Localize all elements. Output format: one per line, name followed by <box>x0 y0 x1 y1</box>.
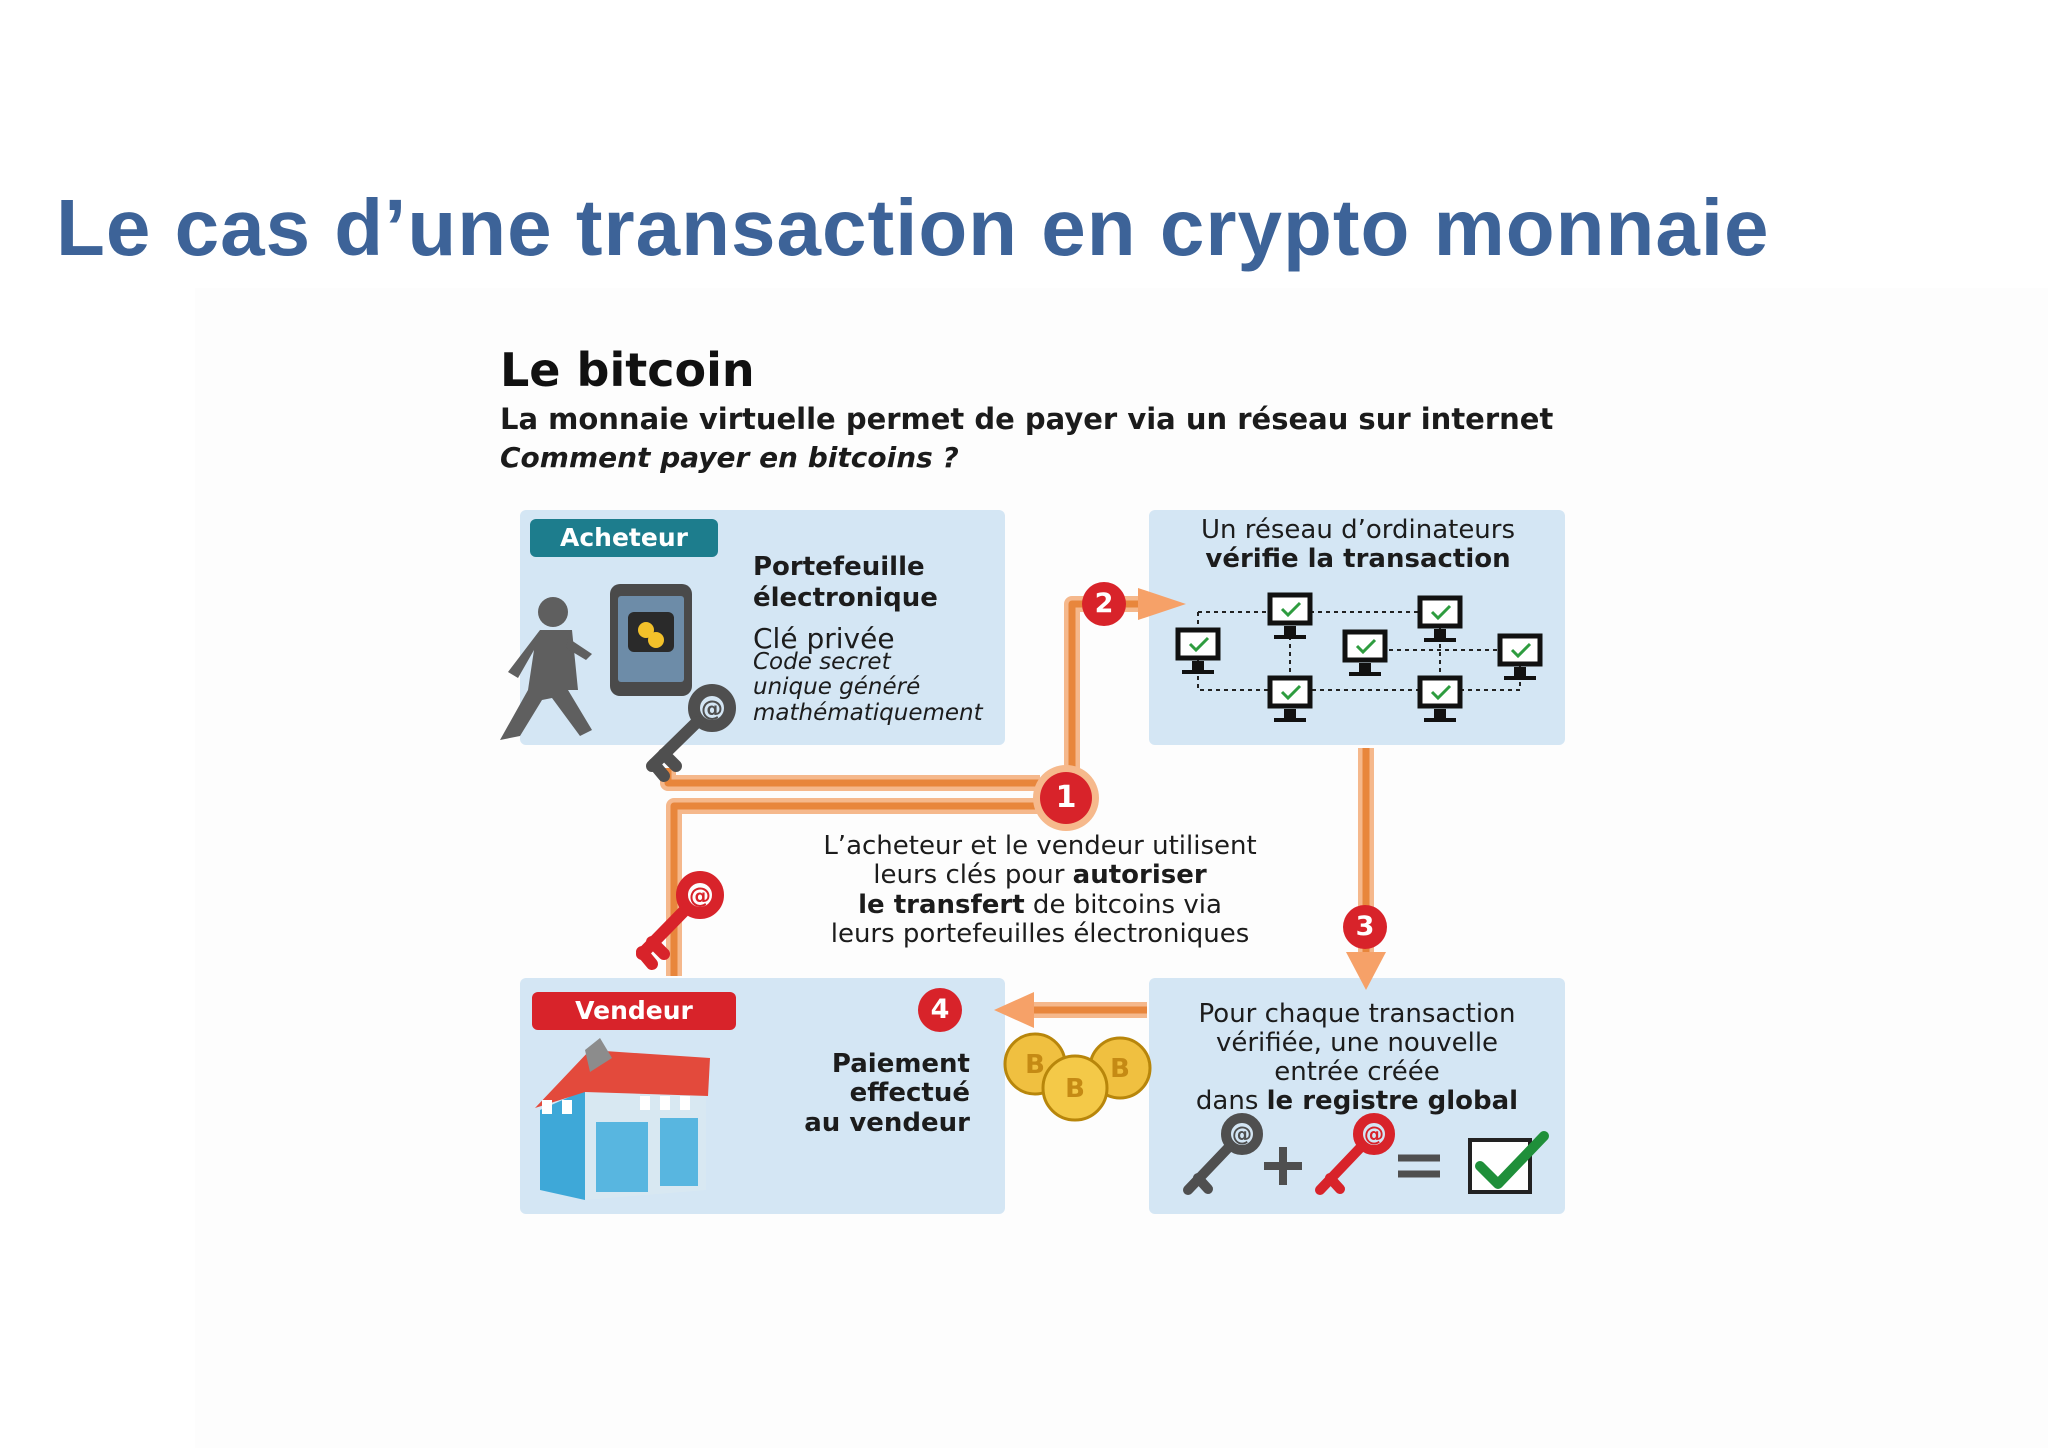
ledger-equation-icon <box>1183 1113 1549 1195</box>
figure-background <box>195 288 2048 1448</box>
step-2-badge: 2 <box>1082 582 1126 626</box>
private-key-title: Clé privée <box>753 622 895 655</box>
buyer-tag: Acheteur <box>530 519 718 557</box>
svg-text:@: @ <box>1232 1122 1252 1146</box>
center-explanation: L’acheteur et le vendeur utilisent leurs… <box>823 831 1257 950</box>
seller-key-icon <box>636 871 724 970</box>
svg-text:B: B <box>1110 1054 1130 1084</box>
arrow-head-network <box>1138 588 1186 620</box>
network-text: Un réseau d’ordinateurs vérifie la trans… <box>1200 515 1516 575</box>
bitcoin-coins-icon <box>1003 1032 1152 1122</box>
svg-text:@: @ <box>701 697 723 722</box>
arrow-step1-to-network <box>1064 596 1140 768</box>
figure-subtitle: La monnaie virtuelle permet de payer via… <box>500 402 1554 436</box>
buyer-key-icon <box>646 684 736 782</box>
smartphone-wallet-icon <box>610 584 692 696</box>
svg-text:B: B <box>1025 1050 1045 1080</box>
svg-text:@: @ <box>689 884 711 909</box>
svg-text:B: B <box>1065 1074 1085 1104</box>
step-3-badge: 3 <box>1343 905 1387 949</box>
svg-text:@: @ <box>1364 1122 1384 1146</box>
private-key-description: Code secret unique généré mathématiqueme… <box>753 649 983 726</box>
computer-network-icon <box>1175 592 1543 722</box>
figure-title: Le bitcoin <box>500 343 755 397</box>
slide-title: Le cas d’une transaction en crypto monna… <box>56 183 1770 272</box>
shop-icon <box>535 1038 710 1200</box>
figure-question: Comment payer en bitcoins ? <box>500 441 959 474</box>
wallet-label: Portefeuille électronique <box>753 552 938 613</box>
seller-tag: Vendeur <box>532 992 736 1030</box>
buyer-person-icon <box>500 597 592 740</box>
step-1-badge: 1 <box>1040 772 1092 824</box>
arrow-head-ledger <box>1346 952 1386 990</box>
arrow-head-seller <box>994 992 1034 1028</box>
ledger-text: Pour chaque transaction vérifiée, une no… <box>1195 999 1519 1117</box>
step-4-badge: 4 <box>918 988 962 1032</box>
payment-text: Paiement effectué au vendeur <box>804 1049 970 1138</box>
